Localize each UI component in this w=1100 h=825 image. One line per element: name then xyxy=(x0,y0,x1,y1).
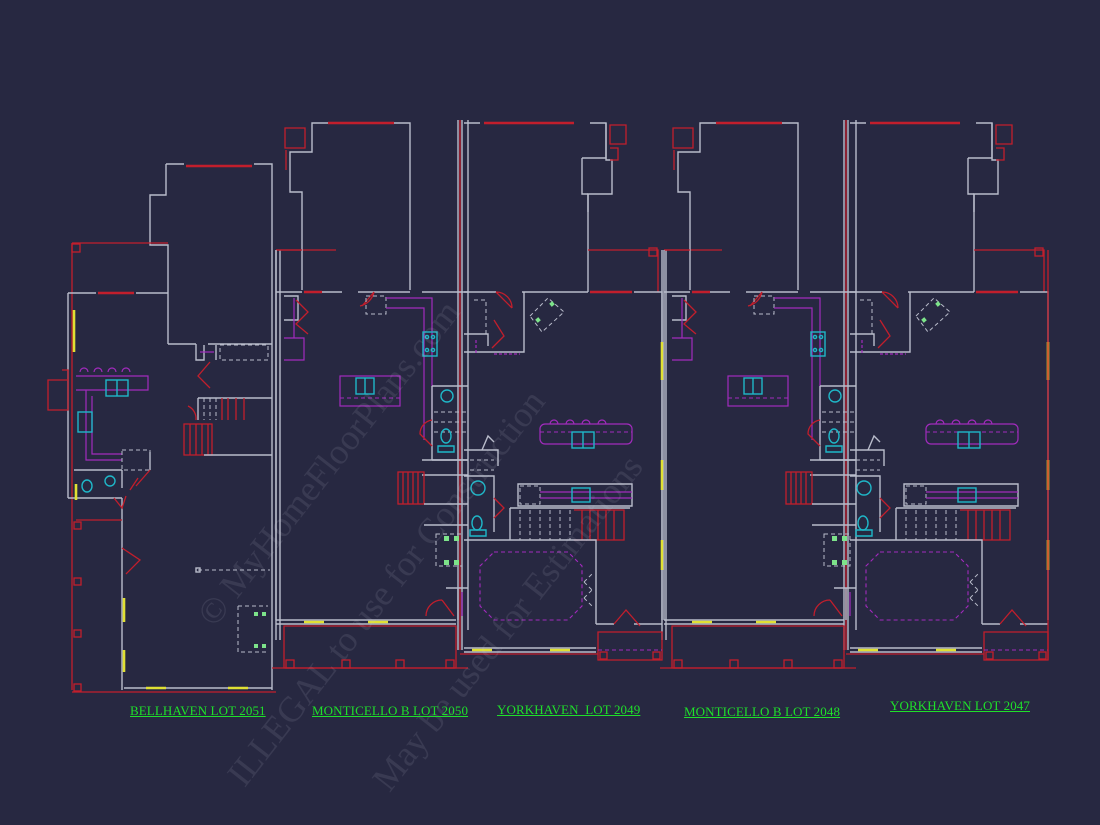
lot-label-2051: BELLHAVEN LOT 2051 xyxy=(130,703,266,718)
lot-label-2049: YORKHAVEN LOT 2049 xyxy=(497,702,641,717)
unit-yorkhaven-2047 xyxy=(844,121,1050,662)
unit-yorkhaven-2049 xyxy=(458,121,664,662)
lot-label-2048: MONTICELLO B LOT 2048 xyxy=(684,704,841,719)
lot-label-2047: YORKHAVEN LOT 2047 xyxy=(890,698,1030,713)
unit-monticello-b-2050 xyxy=(270,118,470,670)
lot-label-2050: MONTICELLO B LOT 2050 xyxy=(312,703,469,718)
unit-monticello-b-2048 xyxy=(658,118,858,670)
unit-bellhaven-2051 xyxy=(47,163,276,693)
